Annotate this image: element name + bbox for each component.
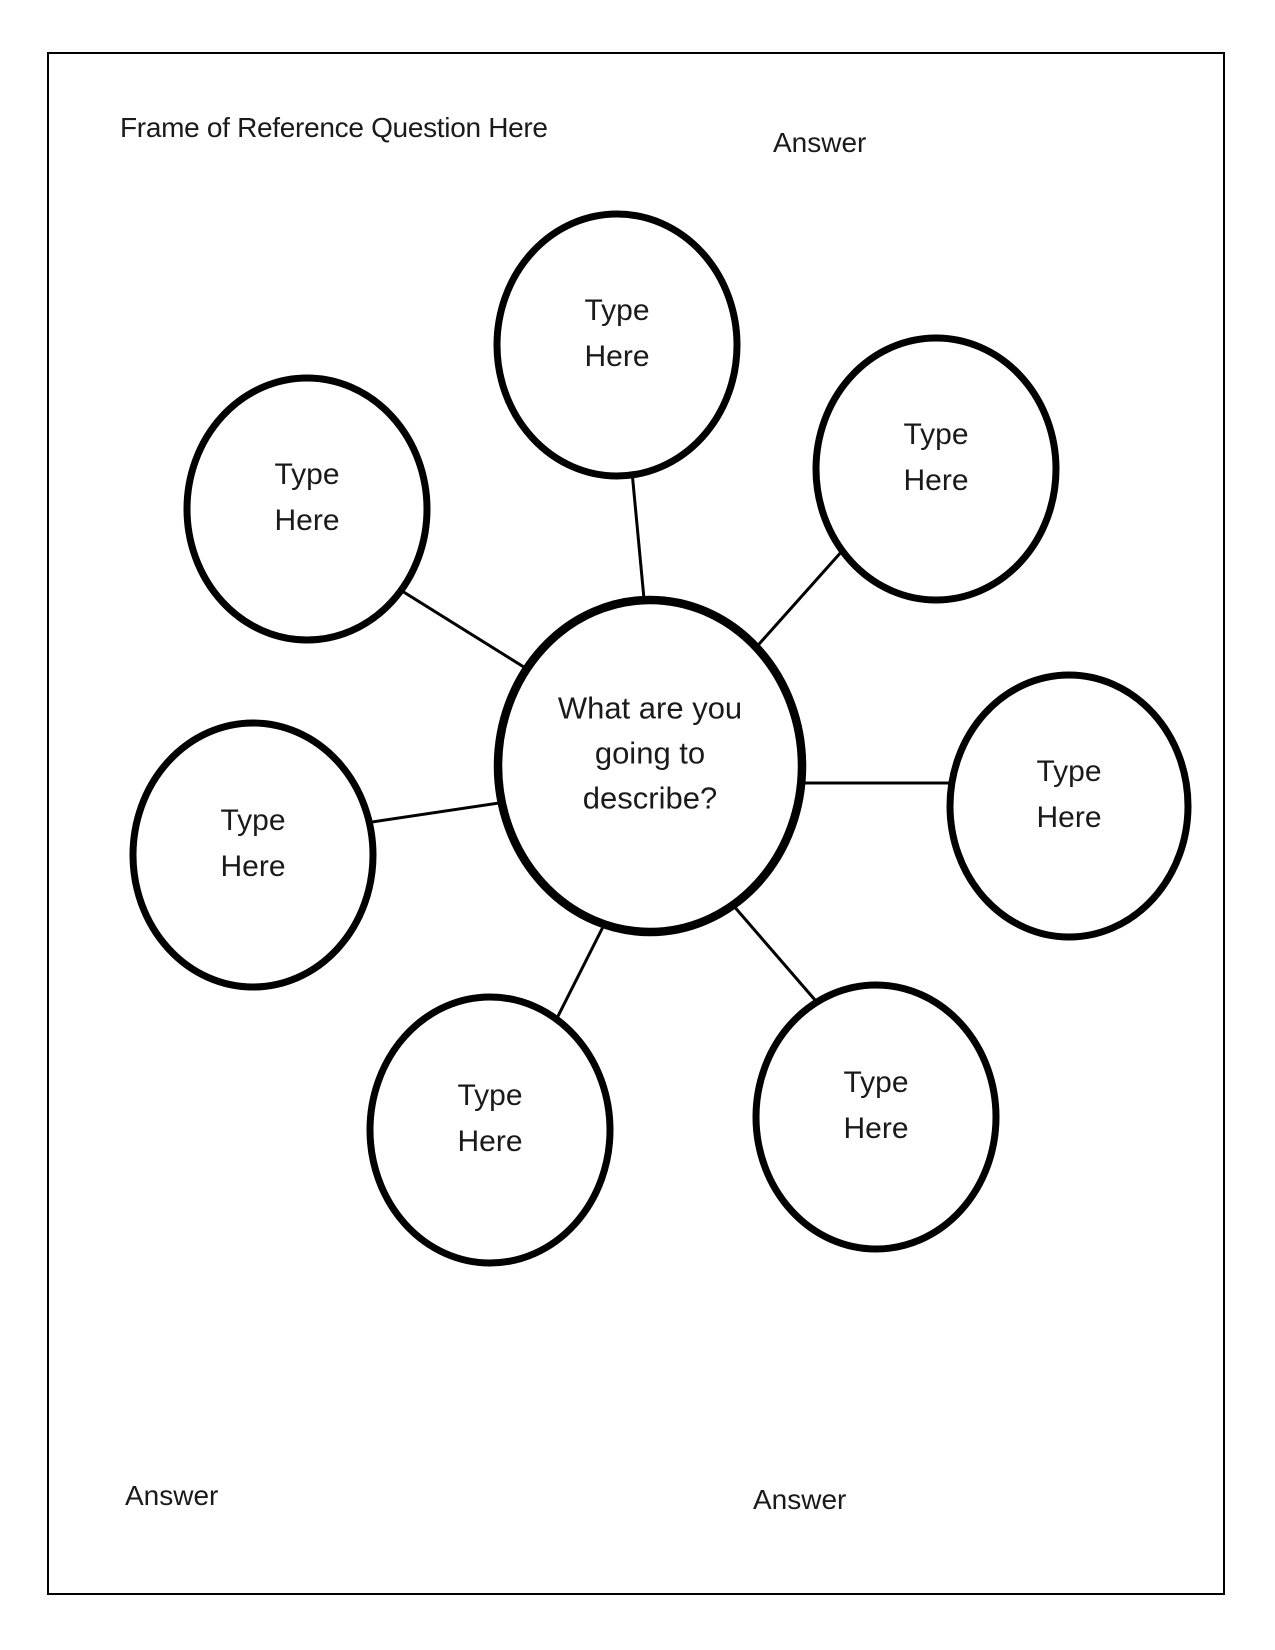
bubble-label-line: Here xyxy=(903,464,969,497)
frame-question-placeholder[interactable]: Frame of Reference Question Here xyxy=(120,112,548,143)
answer-label-bottom-left[interactable]: Answer xyxy=(125,1480,219,1511)
bubble-label-line: Here xyxy=(220,850,286,883)
bubble-label-upper-left[interactable]: Type Here xyxy=(274,452,339,544)
bubble-circle-right[interactable] xyxy=(946,671,1192,941)
bubble-label-line: Type xyxy=(1036,755,1102,788)
bubble-label-line: Type xyxy=(220,804,286,837)
bubble-circle-upper-left[interactable] xyxy=(183,374,431,644)
center-question-line: going to xyxy=(594,735,706,771)
bubble-label-line: Type xyxy=(584,294,650,327)
bubble-label-line: Type xyxy=(457,1079,523,1112)
answer-label-bottom-center[interactable]: Answer xyxy=(753,1484,847,1515)
center-question-line: describe? xyxy=(582,780,718,816)
connector-line-upper-left xyxy=(385,579,544,681)
connector-line-upper-right xyxy=(750,540,853,653)
bubble-label-right[interactable]: Type Here xyxy=(1036,749,1101,841)
bubble-label-line: Type xyxy=(903,418,969,451)
bubble-label-bottom-left[interactable]: Type Here xyxy=(457,1073,522,1165)
bubble-circle-top[interactable] xyxy=(493,210,741,480)
bubble-label-left[interactable]: Type Here xyxy=(220,798,285,890)
bubble-label-line: Here xyxy=(1036,801,1102,834)
bubble-label-line: Here xyxy=(274,504,340,537)
page-border xyxy=(47,52,1225,1595)
bubble-label-line: Here xyxy=(843,1112,909,1145)
connector-lines xyxy=(351,460,971,1039)
connector-line-bottom-right xyxy=(724,896,830,1016)
connector-line-left xyxy=(351,798,520,827)
bubble-circle-left[interactable] xyxy=(129,719,377,991)
bubble-label-line: Here xyxy=(457,1125,523,1158)
bubble-circle-bottom-right[interactable] xyxy=(752,981,1000,1253)
connector-line-top xyxy=(629,460,648,621)
bubble-label-upper-right[interactable]: Type Here xyxy=(903,412,968,504)
bubble-label-line: Type xyxy=(274,458,340,491)
center-circle[interactable] xyxy=(493,595,807,937)
answer-label-top-right[interactable]: Answer xyxy=(773,127,867,158)
bubble-label-line: Type xyxy=(843,1066,909,1099)
bubble-label-bottom-right[interactable]: Type Here xyxy=(843,1060,908,1152)
bubble-label-line: Here xyxy=(584,340,650,373)
center-question-label[interactable]: What are you going to describe? xyxy=(558,686,742,821)
center-question-line: What are you xyxy=(557,690,743,726)
bubble-label-top[interactable]: Type Here xyxy=(584,288,649,380)
bubble-circle-upper-right[interactable] xyxy=(812,334,1060,604)
bubble-circle-bottom-left[interactable] xyxy=(366,993,614,1267)
